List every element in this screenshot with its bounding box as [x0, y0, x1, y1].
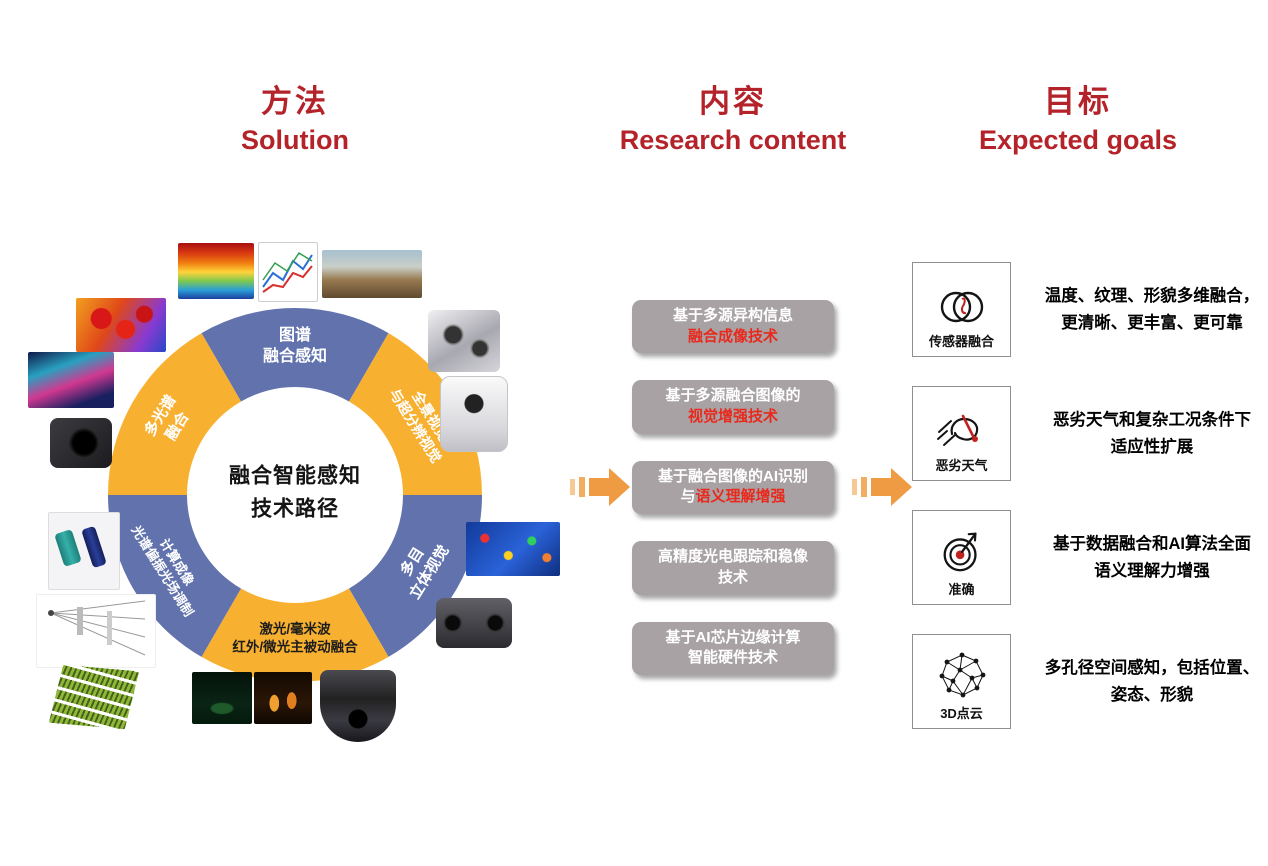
content-box-vision-enhancement: 基于多源融合图像的 视觉增强技术 — [632, 380, 834, 434]
content-box-line1: 高精度光电跟踪和稳像 — [657, 548, 808, 566]
goal-row-accuracy: 准确 基于数据融合和AI算法全面 语义理解力增强 — [912, 510, 1268, 605]
venn-circles-icon — [940, 291, 983, 323]
goal-desc-line: 多孔径空间感知，包括位置、 — [1044, 659, 1260, 678]
content-box-line1: 基于融合图像的AI识别 — [657, 467, 808, 485]
ring-label-line: 融合感知 — [262, 348, 328, 365]
content-box-line1: 基于多源异构信息 — [672, 307, 793, 324]
photo-spectra-chart — [258, 242, 318, 302]
goal-desc-sensor-fusion: 温度、纹理、形貌多维融合， 更清晰、更丰富、更可靠 — [1033, 283, 1268, 336]
photo-night-scene-green — [192, 672, 252, 724]
content-box-line1: 基于AI芯片边缘计算 — [665, 628, 801, 646]
ring-center-line1: 融合智能感知 — [229, 464, 361, 488]
content-box-line2: 技术 — [638, 568, 828, 589]
content-box-line2-red: 语义理解增强 — [695, 488, 786, 506]
goal-row-sensor-fusion: 传感器融合 温度、纹理、形貌多维融合， 更清晰、更丰富、更可靠 — [912, 262, 1268, 357]
goal-label: 传感器融合 — [928, 334, 994, 349]
goals-header-zh: 目标 — [1044, 84, 1112, 119]
solution-header: 方法 Solution — [160, 76, 430, 156]
goal-desc-line: 更清晰、更丰富、更可靠 — [1061, 313, 1243, 332]
ring-segment-laser-mmwave-ir-fusion — [201, 588, 389, 682]
expected-goals-list: 传感器融合 温度、纹理、形貌多维融合， 更清晰、更丰富、更可靠 恶劣天气 恶劣天… — [912, 262, 1268, 729]
ring-label-laser-mmwave-ir-fusion: 激光/毫米波 红外/微光主被动融合 — [232, 620, 357, 655]
ring-segment-panoramic-superres — [349, 333, 482, 495]
goal-desc-line: 基于数据融合和AI算法全面 — [1053, 535, 1251, 554]
goal-desc-bad-weather: 恶劣天气和复杂工况条件下 适应性扩展 — [1033, 407, 1268, 460]
ring-label-map-spectrum-fusion: 图谱 融合感知 — [263, 326, 327, 368]
goal-row-bad-weather: 恶劣天气 恶劣天气和复杂工况条件下 适应性扩展 — [912, 386, 1268, 481]
spectra-curves — [262, 251, 313, 293]
ring-segment-multi-view-stereo — [349, 495, 482, 657]
ring-label-line: 图谱 — [278, 327, 312, 345]
photo-panoramic-camera — [440, 376, 508, 452]
content-box-line2: 智能硬件技术 — [638, 648, 828, 669]
goals-header: 目标 Expected goals — [928, 76, 1228, 156]
content-box-line2-red: 融合成像技术 — [687, 327, 778, 345]
photo-multi-lens-cube-camera — [428, 310, 500, 372]
content-header-en: Research content — [619, 125, 847, 155]
content-box-line2-plain: 与 — [680, 488, 696, 506]
goal-desc-line: 适应性扩展 — [1110, 437, 1194, 456]
content-box-line2: 视觉增强技术 — [638, 407, 828, 428]
content-box-line2: 与语义理解增强 — [638, 487, 828, 508]
goal-label: 准确 — [948, 582, 975, 597]
goal-box-point-cloud: 3D点云 — [912, 634, 1011, 729]
goal-desc-point-cloud: 多孔径空间感知，包括位置、 姿态、形貌 — [1033, 655, 1268, 708]
ray-diagram-lines — [48, 600, 146, 656]
photo-optical-setup — [48, 512, 120, 590]
research-content-list: 基于多源异构信息 融合成像技术 基于多源融合图像的 视觉增强技术 基于融合图像的… — [632, 300, 834, 675]
dartboard-icon — [943, 532, 977, 572]
photo-thermal-strawberries — [76, 298, 166, 352]
ring-center-title: 融合智能感知 技术路径 — [229, 460, 361, 525]
photo-stereo-camera — [436, 598, 512, 648]
content-box-fusion-imaging: 基于多源异构信息 融合成像技术 — [632, 300, 834, 354]
photo-gimbal-camera — [320, 670, 396, 742]
goal-desc-line: 温度、纹理、形貌多维融合， — [1044, 287, 1260, 306]
goal-desc-line: 语义理解力增强 — [1094, 561, 1210, 580]
content-box-line2-plain: 智能硬件技术 — [687, 649, 778, 667]
photo-depth-color-scene — [466, 522, 560, 576]
solution-header-en: Solution — [241, 125, 349, 155]
content-box-line2: 融合成像技术 — [638, 327, 828, 348]
photo-night-scene-warm — [254, 672, 312, 724]
solution-header-zh: 方法 — [261, 84, 329, 119]
ring-center-line2: 技术路径 — [251, 497, 339, 520]
photo-detector-array — [48, 664, 140, 730]
point-cloud-icon — [939, 652, 985, 698]
photo-multispectral-scene — [28, 352, 114, 408]
goal-desc-line: 恶劣天气和复杂工况条件下 — [1053, 411, 1251, 430]
content-box-line1: 基于多源融合图像的 — [665, 387, 801, 405]
goal-box-accuracy: 准确 — [912, 510, 1011, 605]
solution-ring — [108, 308, 482, 682]
photo-spectral-cube — [178, 243, 254, 299]
content-box-tracking-stabilization: 高精度光电跟踪和稳像 技术 — [632, 541, 834, 595]
content-box-ai-recognition: 基于融合图像的AI识别 与语义理解增强 — [632, 460, 834, 515]
goal-label: 恶劣天气 — [935, 458, 988, 473]
ring-label-line: 红外/微光主被动融合 — [232, 639, 358, 654]
photo-pipeline-panorama — [322, 250, 422, 298]
ring-segment-spectral-polarization-imaging — [108, 495, 241, 657]
content-box-line2-red: 视觉增强技术 — [687, 408, 778, 426]
goals-header-en: Expected goals — [978, 125, 1178, 155]
ring-label-line: 激光/毫米波 — [259, 621, 331, 637]
goal-box-sensor-fusion: 传感器融合 — [912, 262, 1011, 357]
content-box-line2-plain: 技术 — [717, 568, 748, 586]
goal-desc-line: 姿态、形貌 — [1110, 685, 1194, 704]
content-header-zh: 内容 — [699, 84, 767, 119]
storm-icon — [936, 414, 978, 446]
ring-segment-map-spectrum-fusion — [201, 308, 389, 402]
ring-segment-multispectral-fusion — [108, 333, 241, 495]
goal-label: 3D点云 — [940, 706, 983, 721]
goal-row-point-cloud: 3D点云 多孔径空间感知，包括位置、 姿态、形貌 — [912, 634, 1268, 729]
arrow-solution-to-content — [570, 468, 630, 506]
goal-desc-accuracy: 基于数据融合和AI算法全面 语义理解力增强 — [1033, 531, 1268, 584]
content-header: 内容 Research content — [578, 76, 888, 156]
content-box-edge-computing-hardware: 基于AI芯片边缘计算 智能硬件技术 — [632, 621, 834, 675]
goal-box-bad-weather: 恶劣天气 — [912, 386, 1011, 481]
arrow-content-to-goals — [852, 468, 912, 506]
photo-optical-ray-diagram — [36, 594, 156, 668]
photo-lens-device — [50, 418, 112, 468]
